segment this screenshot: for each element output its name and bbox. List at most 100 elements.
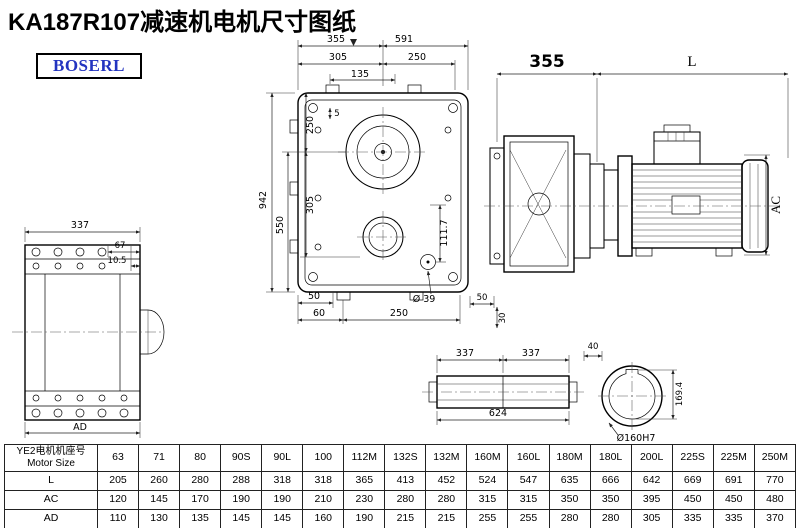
table-column-header: 160M <box>466 444 509 472</box>
table-cell: 190 <box>261 490 304 510</box>
table-cell: 691 <box>712 471 755 491</box>
table-cell: 370 <box>753 509 797 528</box>
dim-label-motor-AC: AC <box>768 196 783 214</box>
table-column-header: 200L <box>630 444 673 472</box>
table-cell: 280 <box>589 509 632 528</box>
table-column-header: 100 <box>302 444 345 472</box>
dim-label-front-942: 942 <box>258 191 269 209</box>
table-cell: 413 <box>384 471 427 491</box>
dim-label-shaft-624: 624 <box>489 408 507 419</box>
table-row-label: L <box>4 471 98 491</box>
dim-label-front-250-top: 250 <box>408 52 426 63</box>
table-cell: 280 <box>425 490 468 510</box>
table-cell: 280 <box>384 490 427 510</box>
dim-label-front-355: 355 <box>327 34 345 45</box>
table-cell: 350 <box>548 490 591 510</box>
table-column-header: 63 <box>96 444 140 472</box>
table-cell: 305 <box>630 509 673 528</box>
table-row-label: AC <box>4 490 98 510</box>
table-column-header: 132S <box>384 444 427 472</box>
table-cell: 145 <box>261 509 304 528</box>
table-cell: 110 <box>96 509 140 528</box>
dim-label-front-50-bottom: 50 <box>308 291 320 302</box>
dim-label-front-550: 550 <box>275 216 286 234</box>
page-title: KA187R107减速机电机尺寸图纸 <box>8 9 357 36</box>
gear-housing-section <box>503 135 575 273</box>
table-column-header: 90L <box>261 444 304 472</box>
dim-label-shaft-337-b: 337 <box>522 348 540 359</box>
table-cell: 335 <box>712 509 755 528</box>
table-cell: 365 <box>343 471 386 491</box>
shaft-view-drawing: 337 337 624 40 <box>422 342 603 425</box>
dim-label-front-5: 5 <box>334 109 339 119</box>
table-cell: 120 <box>96 490 140 510</box>
dim-label-bore-169-4: 169.4 <box>675 382 685 406</box>
table-cell: 215 <box>425 509 468 528</box>
technical-drawing: 355 591 305 250 135 942 550 250 305 5 11… <box>12 34 789 444</box>
table-cell: 450 <box>671 490 714 510</box>
table-cell: 145 <box>220 509 263 528</box>
dim-label-left-10-5: 10.5 <box>108 256 127 266</box>
table-cell: 135 <box>179 509 222 528</box>
table-cell: 450 <box>712 490 755 510</box>
dim-label-motor-L: L <box>687 54 696 70</box>
table-cell: 280 <box>548 509 591 528</box>
table-cell: 395 <box>630 490 673 510</box>
table-row-label: AD <box>4 509 98 528</box>
dim-label-bore-160H7: Ø160H7 <box>617 433 656 444</box>
table-cell: 635 <box>548 471 591 491</box>
dim-label-front-111-7: 111.7 <box>439 219 450 246</box>
table-column-header: 112M <box>343 444 386 472</box>
gearbox-side-outline <box>24 244 141 421</box>
dim-label-front-305-left: 305 <box>305 196 316 214</box>
dim-label-front-diameter-39: Ø 39 <box>413 294 436 305</box>
table-column-header: 250M <box>753 444 797 472</box>
table-cell: 260 <box>138 471 181 491</box>
dim-label-front-305-top: 305 <box>329 52 347 63</box>
table-cell: 318 <box>261 471 304 491</box>
brand-logo: BOSERL <box>36 53 142 79</box>
table-cell: 230 <box>343 490 386 510</box>
terminal-box <box>653 131 701 165</box>
table-cell: 666 <box>589 471 632 491</box>
table-column-header: 71 <box>138 444 181 472</box>
table-cell: 335 <box>671 509 714 528</box>
dim-label-front-250-bottom: 250 <box>390 308 408 319</box>
motor-side-view-drawing: 355 L AC <box>484 52 789 273</box>
dim-label-motor-355: 355 <box>529 52 565 72</box>
bore-view-drawing: 169.4 Ø160H7 <box>598 362 685 444</box>
output-shaft-boss <box>140 309 165 355</box>
table-column-header: 225M <box>712 444 755 472</box>
table-cell: 288 <box>220 471 263 491</box>
table-cell: 547 <box>507 471 550 491</box>
table-column-header: 180M <box>548 444 591 472</box>
dim-label-front-250-left: 250 <box>305 116 316 134</box>
motor-nameplate <box>671 195 701 215</box>
table-cell: 480 <box>753 490 797 510</box>
table-cell: 205 <box>96 471 140 491</box>
table-cell: 280 <box>179 471 222 491</box>
table-cell: 130 <box>138 509 181 528</box>
table-cell: 215 <box>384 509 427 528</box>
table-column-header: 225S <box>671 444 714 472</box>
table-cell: 170 <box>179 490 222 510</box>
table-cell: 642 <box>630 471 673 491</box>
table-column-header: 90S <box>220 444 263 472</box>
table-cell: 145 <box>138 490 181 510</box>
table-cell: 315 <box>466 490 509 510</box>
table-cell: 350 <box>589 490 632 510</box>
dim-label-front-30: 30 <box>498 313 508 324</box>
table-cell: 255 <box>507 509 550 528</box>
dim-label-front-60: 60 <box>313 308 325 319</box>
table-cell: 669 <box>671 471 714 491</box>
table-cell: 190 <box>343 509 386 528</box>
table-cell: 315 <box>507 490 550 510</box>
table-cell: 318 <box>302 471 345 491</box>
dim-label-front-135: 135 <box>351 69 369 80</box>
table-cell: 524 <box>466 471 509 491</box>
